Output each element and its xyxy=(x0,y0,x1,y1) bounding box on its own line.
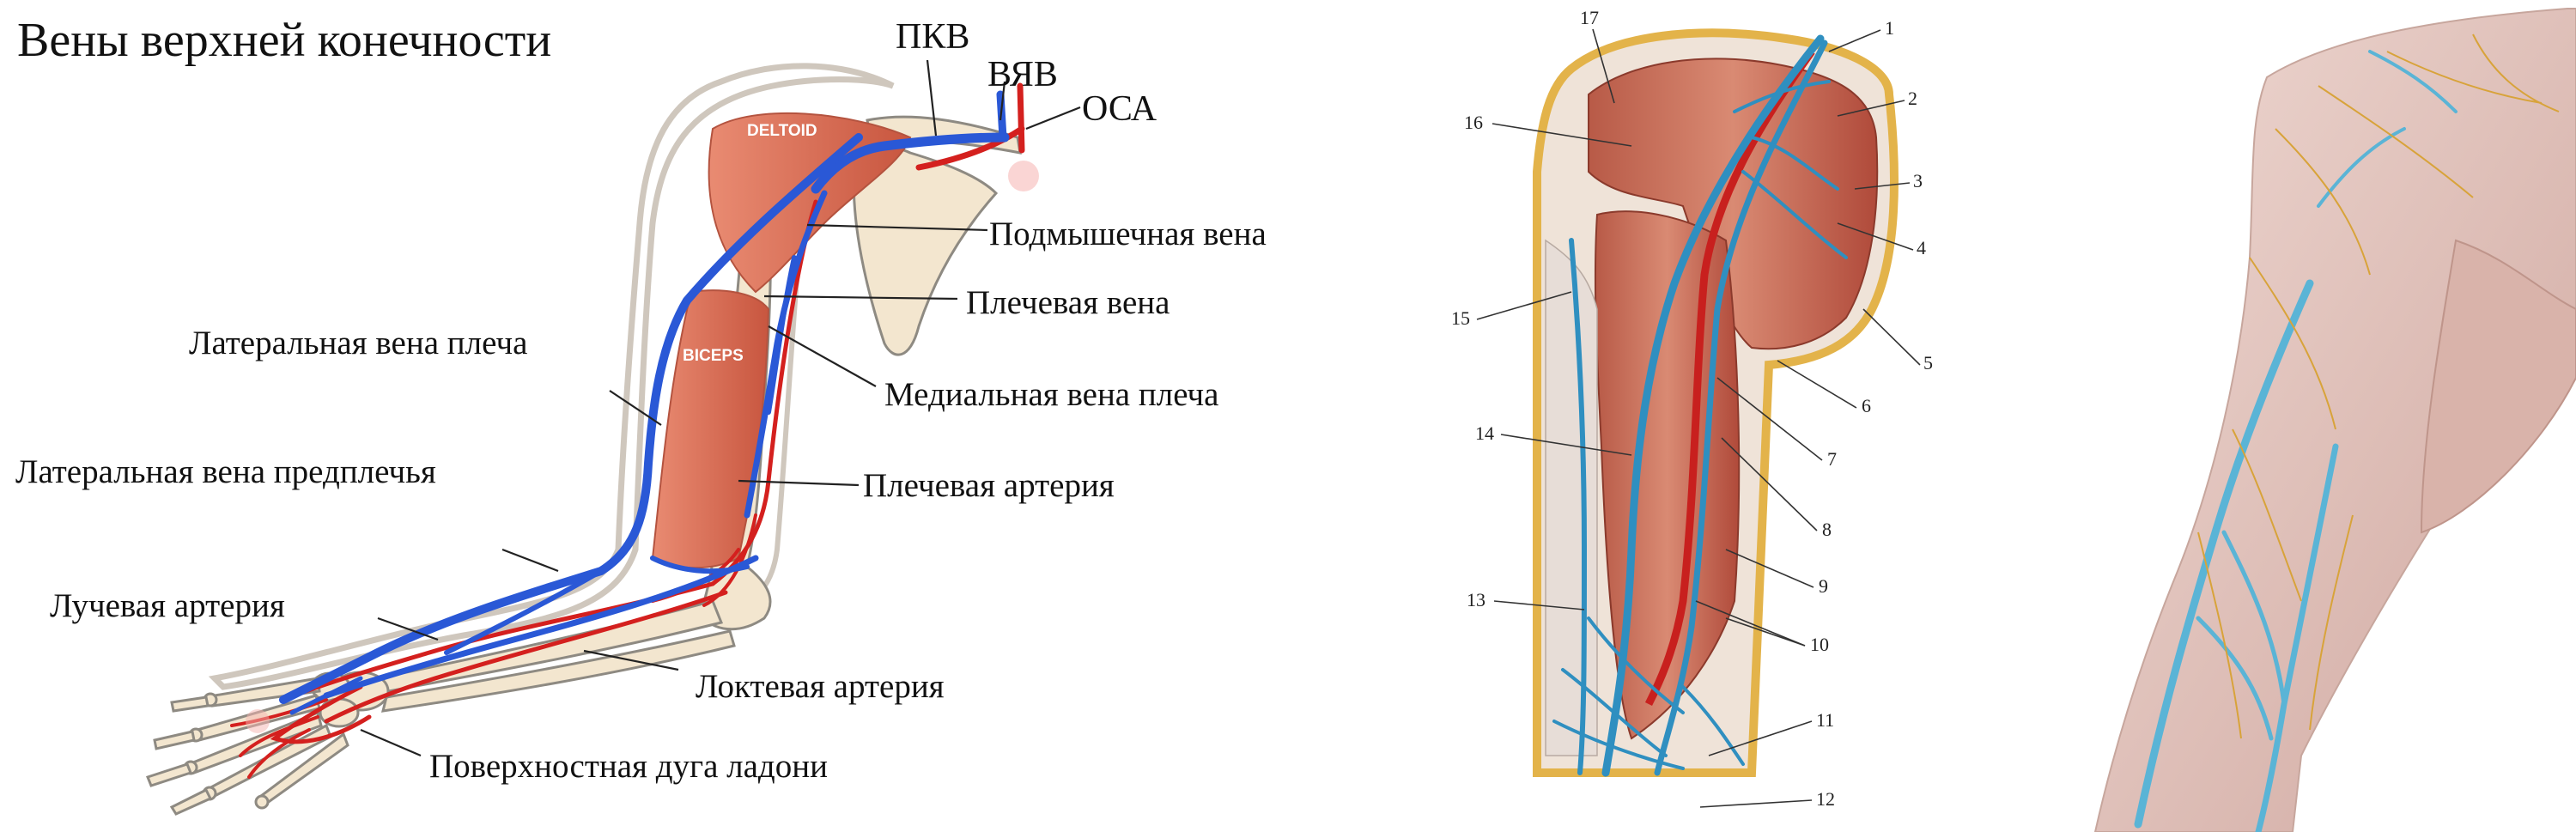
num-12: 12 xyxy=(1816,788,1835,810)
brachial-artery-label: Плечевая артерия xyxy=(863,467,1115,504)
digital-artery-1 xyxy=(230,698,328,727)
vyav-label: ВЯВ xyxy=(987,55,1058,94)
palmar-arch-label: Поверхностная дуга ладони xyxy=(429,748,828,785)
atlas-figure-panel: 1 2 3 4 5 6 7 8 9 10 11 12 13 14 15 16 1… xyxy=(1451,7,1933,810)
num-2: 2 xyxy=(1908,88,1917,109)
deltoid-text: DELTOID xyxy=(747,122,817,140)
surface-arm-skin xyxy=(2093,8,2576,832)
osa-artery xyxy=(1017,82,1025,154)
brachial-vein xyxy=(766,255,797,415)
veins xyxy=(279,90,1010,715)
num-10: 10 xyxy=(1810,634,1829,655)
surface-nerves xyxy=(2197,33,2560,739)
biceps-text: BICEPS xyxy=(683,347,744,365)
surface-veins xyxy=(2134,50,2458,832)
deltoid-muscle xyxy=(708,112,912,294)
ulnar-artery xyxy=(324,590,728,724)
ulnar-artery-label: Локтевая артерия xyxy=(696,668,945,705)
hand-vein xyxy=(289,676,363,715)
forearm-bone-2 xyxy=(381,629,736,713)
atlas-numbers: 1 2 3 4 5 6 7 8 9 10 11 12 13 14 15 16 1… xyxy=(1451,7,1933,810)
num-9: 9 xyxy=(1819,575,1828,597)
hand-glow xyxy=(246,709,270,733)
num-14: 14 xyxy=(1475,422,1494,444)
num-8: 8 xyxy=(1822,519,1832,540)
num-3: 3 xyxy=(1913,170,1923,191)
atlas-artery xyxy=(1644,49,1815,707)
brachial-vein-label: Плечевая вена xyxy=(966,284,1170,321)
page-title: Вены верхней конечности xyxy=(17,14,551,67)
atlas-shoulder-muscle xyxy=(1588,58,1879,350)
basilic-vein-label: Медиальная вена плеча xyxy=(884,376,1218,413)
shoulder-flap xyxy=(2420,239,2576,534)
forearm-vein-branch xyxy=(444,568,604,655)
num-6: 6 xyxy=(1862,395,1871,416)
num-16: 16 xyxy=(1464,112,1483,133)
scapula-bone xyxy=(852,146,999,356)
num-4: 4 xyxy=(1917,237,1926,258)
digital-artery-2 xyxy=(239,715,319,757)
cephalic-forearm-label: Латеральная вена предплечья xyxy=(15,453,436,490)
osa-glow xyxy=(1008,161,1039,191)
num-11: 11 xyxy=(1816,709,1834,731)
num-17: 17 xyxy=(1580,7,1599,28)
cephalic-vein-label: Латеральная вена плеча xyxy=(189,325,527,361)
pkv-label: ПКВ xyxy=(896,17,969,57)
atlas-veins xyxy=(1552,34,1848,777)
digital-artery-3 xyxy=(247,728,311,779)
osa-label: ОСА xyxy=(1082,89,1157,129)
schematic-arm-panel: DELTOID BICEPS xyxy=(15,14,1267,816)
num-7: 7 xyxy=(1827,448,1837,470)
atlas-leaders xyxy=(1476,28,1921,808)
schematic-leaders xyxy=(360,59,1081,757)
surface-arm-panel xyxy=(2093,8,2576,832)
radial-artery-label: Лучевая артерия xyxy=(50,587,285,624)
num-15: 15 xyxy=(1451,307,1470,329)
body-outline xyxy=(208,63,895,690)
num-13: 13 xyxy=(1467,589,1485,610)
basilic-forearm-vein xyxy=(323,555,759,699)
median-cubital-vein xyxy=(650,556,750,574)
subclavian-artery xyxy=(915,125,1025,171)
palmar-arch xyxy=(270,684,372,744)
subclavian-vein xyxy=(811,132,1010,194)
num-5: 5 xyxy=(1923,352,1933,373)
axillary-vein-label: Подмышечная вена xyxy=(989,216,1267,252)
cephalic-vein xyxy=(279,133,863,704)
num-1: 1 xyxy=(1885,17,1894,39)
